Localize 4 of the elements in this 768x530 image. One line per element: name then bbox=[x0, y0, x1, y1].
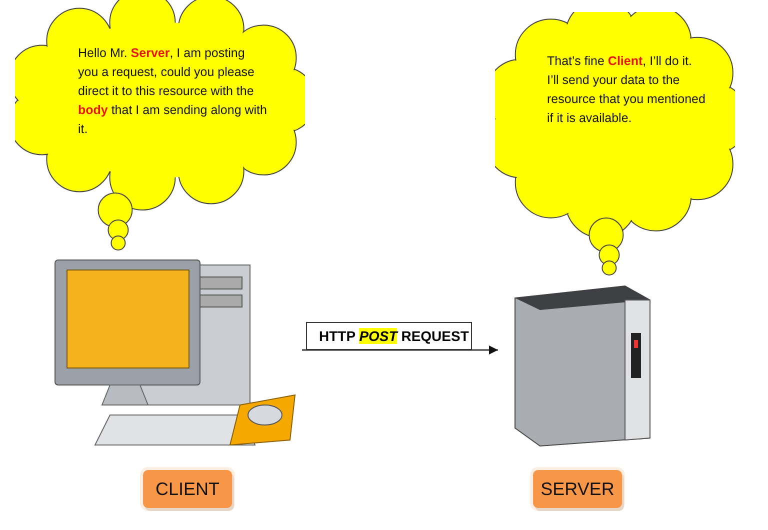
thought-text: Hello Mr. Server, I am posting you a request, could you please direct it to this resource with the body that I am sending along with it. bbox=[78, 45, 268, 138]
label-tag: SERVER bbox=[533, 470, 622, 508]
thought-text: That’s fine Client, I’ll do it. I’ll send your data to the resource that you mentioned if it is available. bbox=[547, 53, 706, 127]
label-tag: CLIENT bbox=[143, 470, 232, 508]
